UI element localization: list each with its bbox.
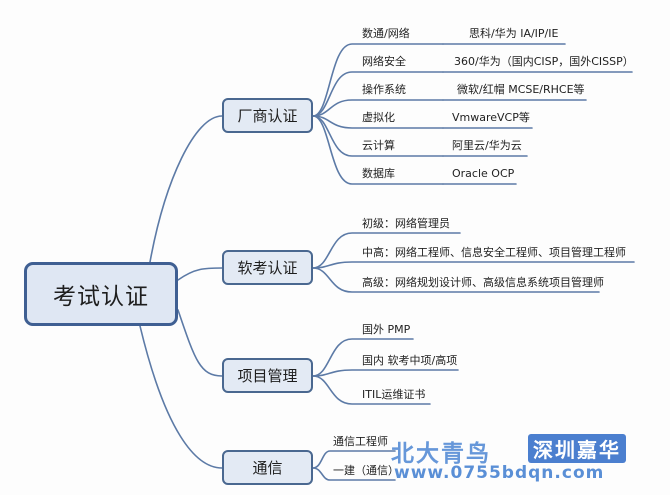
leaf-text: 通信工程师 (333, 435, 388, 448)
leaf-key: 数通/网络 (362, 27, 410, 40)
leaf-value: 思科/华为 IA/IP/IE (469, 27, 559, 40)
watermark-brand: 北大青鸟 (391, 441, 491, 467)
leaf-text: 高级：网络规划设计师、高级信息系统项目管理师 (362, 276, 604, 289)
leaf-text: 国外 PMP (362, 323, 411, 336)
leaf-key: 数据库 (362, 167, 395, 180)
leaf-text: ITIL运维证书 (362, 388, 426, 401)
leaf-key: 虚拟化 (362, 111, 395, 124)
watermark-city: 深圳嘉华 (528, 434, 626, 463)
leaf-text: 初级：网络管理员 (362, 217, 450, 230)
leaf-value: 阿里云/华为云 (452, 139, 522, 152)
root-node: 考试认证 (24, 262, 178, 326)
leaf-value: 360/华为（国内CISP，国外CISSP） (454, 55, 634, 68)
leaf-key: 网络安全 (362, 55, 406, 68)
leaf-text: 中高：网络工程师、信息安全工程师、项目管理工程师 (362, 246, 626, 259)
leaf-value: Oracle OCP (452, 167, 515, 180)
leaf-key: 云计算 (362, 139, 395, 152)
leaf-text: 国内 软考中项/高项 (362, 354, 458, 367)
leaf-value: 微软/红帽 MCSE/RHCE等 (457, 83, 585, 96)
branch-vendor-cert: 厂商认证 (222, 98, 313, 133)
branch-project-mgmt: 项目管理 (222, 358, 313, 393)
branch-ruankao-cert: 软考认证 (222, 250, 313, 285)
leaf-text: 一建（通信） (333, 464, 399, 477)
leaf-value: VmwareVCP等 (452, 111, 530, 124)
leaf-key: 操作系统 (362, 83, 406, 96)
watermark-url: www.0755bdqn.com (394, 463, 605, 483)
branch-telecom: 通信 (222, 450, 313, 485)
